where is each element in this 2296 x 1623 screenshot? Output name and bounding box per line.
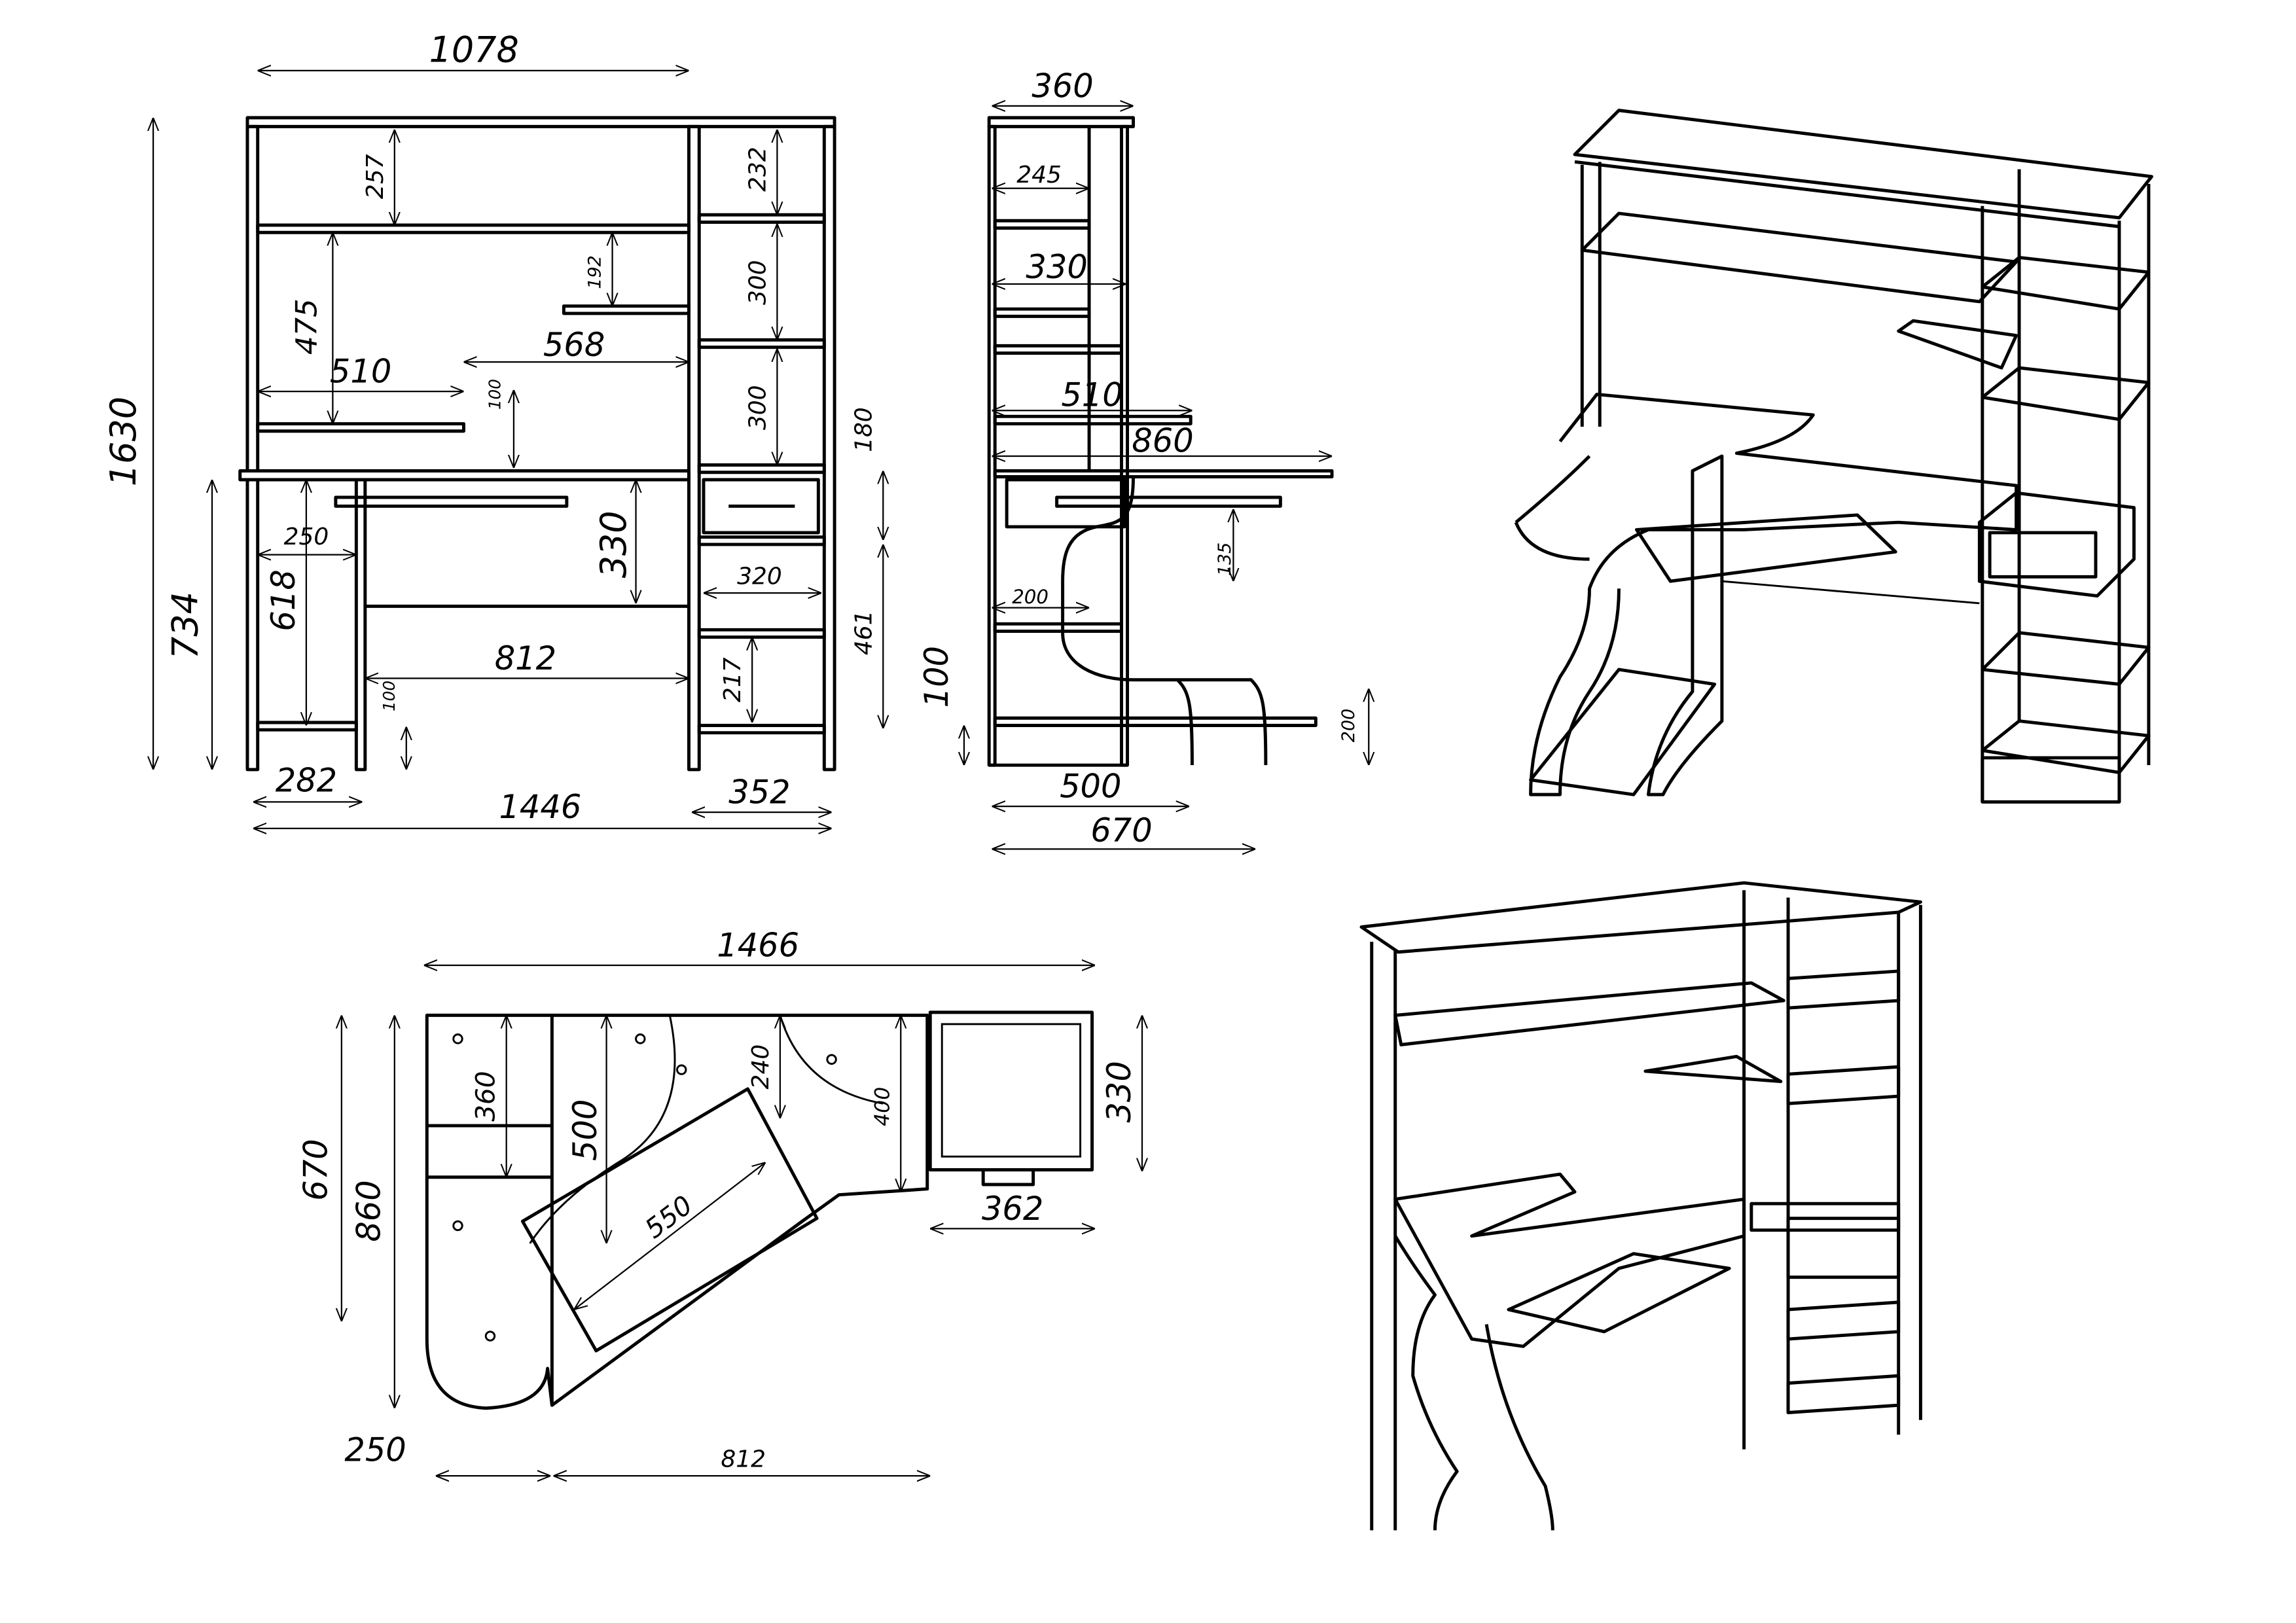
front-view-bottom-shelf-label: 217 bbox=[719, 657, 746, 702]
front-view-overall-width-label: 1078 bbox=[429, 29, 519, 70]
front-view-lower-shelf-width-label: 510 bbox=[330, 353, 391, 391]
front-view-column-shelf-2-label: 300 bbox=[744, 385, 771, 430]
plan-view-tray-depth-label: 500 bbox=[566, 1099, 604, 1161]
plan-view-knee-width-label: 812 bbox=[721, 1446, 766, 1473]
isometric-view-top bbox=[1514, 109, 2153, 804]
front-view-column-inner-width-label: 320 bbox=[737, 563, 782, 590]
front-view-column-width-label: 352 bbox=[728, 774, 790, 812]
side-view-tray-drop-label: 135 bbox=[1215, 543, 1235, 576]
front-view-upper-shelf-width-label: 568 bbox=[543, 326, 605, 364]
plan-view-tray-width-dimension-line bbox=[574, 1162, 765, 1310]
front-view-column-top-label: 232 bbox=[744, 147, 771, 192]
front-view-total-width-label: 1446 bbox=[499, 788, 581, 826]
front-view-drawer-height-label: 180 bbox=[850, 407, 877, 452]
side-view-shelf-depth-a-label: 245 bbox=[1016, 162, 1062, 188]
side-view bbox=[987, 116, 1334, 767]
side-view-shelf-depth-b-label: 330 bbox=[1026, 248, 1087, 286]
plan-view-corner-depth-label: 360 bbox=[470, 1071, 501, 1121]
plan-view-drawer-depth-label: 330 bbox=[1100, 1061, 1138, 1122]
front-view-knee-width-label: 812 bbox=[495, 639, 556, 677]
side-view-base-depth-label: 500 bbox=[1060, 768, 1121, 806]
side-view-foot-height-label: 200 bbox=[1338, 709, 1359, 742]
front-view-shelf-gap-label: 475 bbox=[289, 298, 324, 355]
front-view bbox=[238, 116, 836, 772]
side-view-desk-depth-label: 860 bbox=[1132, 421, 1193, 459]
plan-view bbox=[425, 1010, 1094, 1410]
plan-view-front-depth-label: 400 bbox=[870, 1087, 894, 1126]
side-view-plinth-label: 100 bbox=[918, 646, 956, 707]
plan-view-drawer-width-label: 362 bbox=[982, 1190, 1043, 1228]
front-view-knee-height-label: 330 bbox=[593, 510, 634, 578]
front-view-plinth-label: 100 bbox=[380, 681, 399, 711]
front-view-column-shelf-1-label: 300 bbox=[744, 260, 771, 305]
front-view-desk-height-label: 734 bbox=[165, 592, 206, 659]
plan-view-overall-width-label: 1466 bbox=[717, 926, 799, 964]
front-view-leg-height-label: 618 bbox=[264, 569, 302, 631]
dimension-annotations: 1078 1630 257 232 192 475 300 568 510 100 300 180 33… bbox=[103, 29, 1369, 1476]
isometric-view-bottom bbox=[1359, 881, 1922, 1531]
side-view-overall-depth-label: 670 bbox=[1090, 812, 1152, 849]
plan-view-depth-total-label: 860 bbox=[350, 1180, 387, 1241]
front-view-overall-height-label: 1630 bbox=[103, 397, 144, 486]
side-view-leg-offset-label: 200 bbox=[1012, 586, 1049, 608]
front-view-shelf-offset-label: 100 bbox=[486, 379, 505, 410]
plan-view-tray-width-label: 550 bbox=[639, 1189, 698, 1245]
front-view-top-gap-label: 257 bbox=[362, 154, 389, 199]
front-view-column-lower-label: 461 bbox=[850, 610, 877, 655]
side-view-top-depth-label: 360 bbox=[1031, 67, 1093, 105]
front-view-small-shelf-gap-label: 192 bbox=[585, 255, 605, 289]
plan-view-radius-depth-label: 240 bbox=[747, 1044, 774, 1090]
side-view-shelf-depth-c-label: 510 bbox=[1061, 376, 1122, 414]
plan-view-leg-width-label: 250 bbox=[344, 1431, 406, 1469]
plan-view-depth-left-label: 670 bbox=[296, 1139, 334, 1200]
front-view-leg-width-label: 282 bbox=[276, 762, 337, 800]
